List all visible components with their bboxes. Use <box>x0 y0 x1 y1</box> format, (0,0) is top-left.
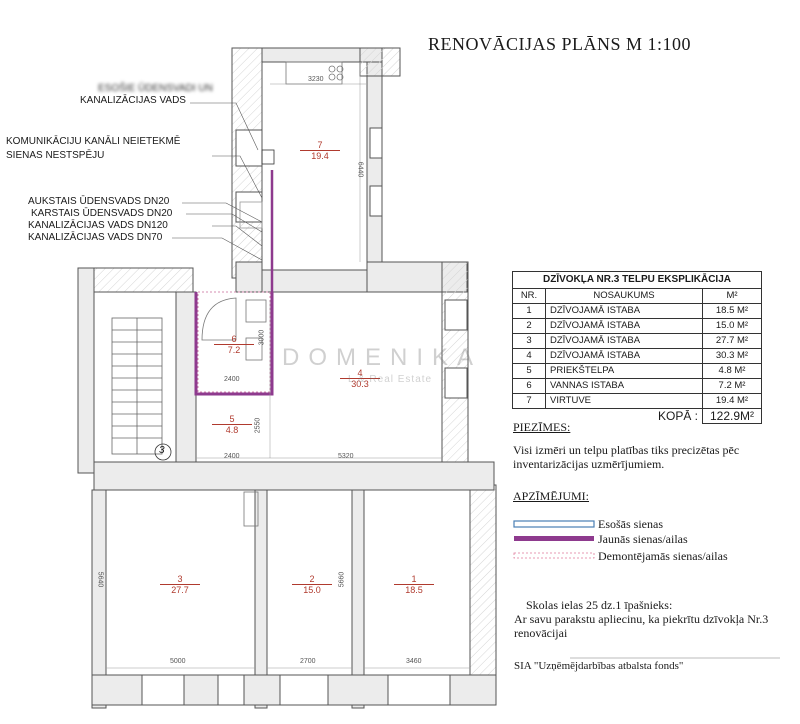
table-row: 5 PRIEKŠTELPA 4.8 M² <box>512 363 762 379</box>
dimension: 3000 <box>258 329 266 346</box>
callout-pipe-cold: AUKSTAIS ŪDENSVADS DN20 <box>28 196 170 207</box>
room-area: 19.4 <box>300 150 340 161</box>
room-area: 4.8 <box>212 424 252 435</box>
row-nr: 7 <box>512 393 546 409</box>
row-nr: 5 <box>512 363 546 379</box>
row-name: VIRTUVE <box>545 393 703 409</box>
callout-existing-pipes-2: KANALIZĀCIJAS VADS <box>80 95 186 106</box>
room-label-4: 4 30.3 <box>340 368 380 389</box>
room-number: 3 <box>177 574 183 584</box>
room-label-2: 2 15.0 <box>292 574 332 595</box>
row-name: DZĪVOJAMĀ ISTABA <box>545 348 703 364</box>
table-total-row: KOPĀ : 122.9M² <box>513 408 762 424</box>
page-title: RENOVĀCIJAS PLĀNS M 1:100 <box>428 34 692 54</box>
stair-label: 3 <box>159 445 165 456</box>
room-area: 15.0 <box>292 584 332 595</box>
notes-line-1: Visi izmēri un telpu platības tiks preci… <box>513 443 740 457</box>
company-name: SIA "Uzņēmējdarbības atbalsta fonds" <box>514 660 684 672</box>
row-name: PRIEKŠTELPA <box>545 363 703 379</box>
room-number: 6 <box>231 334 237 344</box>
window-frames <box>141 127 468 706</box>
row-area: 18.5 M² <box>702 303 762 319</box>
row-area: 19.4 M² <box>702 393 762 409</box>
room-number: 5 <box>229 414 235 424</box>
table-row: 6 VANNAS ISTABA 7.2 M² <box>512 378 762 394</box>
dimension: 2700 <box>300 658 316 665</box>
legend-label-existing: Esošās sienas <box>598 517 663 531</box>
table-row: 1 DZĪVOJAMĀ ISTABA 18.5 M² <box>512 303 762 319</box>
callout-pipe-dn120: KANALIZĀCIJAS VADS DN120 <box>28 220 168 231</box>
stairs <box>111 317 172 461</box>
dimension: 6440 <box>356 161 364 178</box>
table-row: 3 DZĪVOJAMĀ ISTABA 27.7 M² <box>512 333 762 349</box>
room-area: 27.7 <box>160 584 200 595</box>
total-value: 122.9M² <box>702 408 762 424</box>
explication-table: DZĪVOKĻA NR.3 TELPU EKSPLIKĀCIJA NR. NOS… <box>512 271 762 424</box>
row-area: 7.2 M² <box>702 378 762 394</box>
room-label-7: 7 19.4 <box>300 140 340 161</box>
column-header: M² <box>702 288 762 304</box>
legend-label-new: Jaunās sienas/ailas <box>598 532 688 546</box>
row-nr: 6 <box>512 378 546 394</box>
dimension: 2550 <box>254 417 262 434</box>
row-area: 4.8 M² <box>702 363 762 379</box>
row-name: VANNAS ISTABA <box>545 378 703 394</box>
dimension: 2400 <box>224 376 240 383</box>
dimension: 5660 <box>338 571 346 588</box>
legend-swatches <box>513 520 595 559</box>
row-area: 27.7 M² <box>702 333 762 349</box>
callout-existing-pipes-1: ESOŠIE ŪDENSVADI UN <box>98 83 213 94</box>
table-caption: DZĪVOKĻA NR.3 TELPU EKSPLIKĀCIJA <box>512 271 762 289</box>
watermark-subtitle: L & Real Estate <box>348 374 433 385</box>
room-area: 30.3 <box>340 378 380 389</box>
row-name: DZĪVOJAMĀ ISTABA <box>545 303 703 319</box>
callout-pipe-dn70: KANALIZĀCIJAS VADS DN70 <box>28 232 163 243</box>
room-label-3: 3 27.7 <box>160 574 200 595</box>
legend-label-demolish: Demontējamās sienas/ailas <box>598 549 728 563</box>
row-name: DZĪVOJAMĀ ISTABA <box>545 333 703 349</box>
fixtures <box>201 61 344 527</box>
row-nr: 1 <box>512 303 546 319</box>
room-area: 18.5 <box>394 584 434 595</box>
notes-heading: PIEZĪMES: <box>513 420 571 434</box>
row-nr: 3 <box>512 333 546 349</box>
row-area: 30.3 M² <box>702 348 762 364</box>
dimension: 5640 <box>96 571 104 588</box>
dimension: 3460 <box>406 658 422 665</box>
row-nr: 2 <box>512 318 546 334</box>
dimension: 5320 <box>338 453 354 460</box>
callout-channels-2: SIENAS NESTSPĒJU <box>6 150 105 161</box>
room-label-1: 1 18.5 <box>394 574 434 595</box>
watermark: DOMENIKA <box>282 344 483 371</box>
table-row: 2 DZĪVOJAMĀ ISTABA 15.0 M² <box>512 318 762 334</box>
owner-line-2: Ar savu parakstu apliecinu, ka piekrītu … <box>514 612 769 626</box>
room-label-5: 5 4.8 <box>212 414 252 435</box>
room-number: 2 <box>309 574 315 584</box>
row-area: 15.0 M² <box>702 318 762 334</box>
owner-line-3: renovācijai <box>514 626 568 640</box>
room-number: 1 <box>411 574 417 584</box>
legend-heading: APZĪMĒJUMI: <box>513 489 590 503</box>
callout-channels-1: KOMUNIKĀCIJU KANĀLI NEIETEKMĒ <box>6 136 181 147</box>
room-area: 7.2 <box>214 344 254 355</box>
callout-leaders <box>172 102 263 261</box>
column-header: NR. <box>512 288 546 304</box>
callout-pipe-hot: KARSTAIS ŪDENSVADS DN20 <box>31 208 173 219</box>
room-label-6: 6 7.2 <box>214 334 254 355</box>
dimension: 3230 <box>308 76 324 83</box>
dimension: 2400 <box>224 453 240 460</box>
total-label: KOPĀ : <box>657 409 698 424</box>
table-row: 7 VIRTUVE 19.4 M² <box>512 393 762 409</box>
row-nr: 4 <box>512 348 546 364</box>
dimension-lines <box>106 62 470 669</box>
row-name: DZĪVOJAMĀ ISTABA <box>545 318 703 334</box>
table-row: 4 DZĪVOJAMĀ ISTABA 30.3 M² <box>512 348 762 364</box>
notes-line-2: inventarizācijas uzmērījumiem. <box>513 457 665 471</box>
room-number: 7 <box>317 140 323 150</box>
column-header: NOSAUKUMS <box>545 288 703 304</box>
room-number: 4 <box>357 368 363 378</box>
dimension: 5000 <box>170 658 186 665</box>
owner-line-1: Skolas ielas 25 dz.1 īpašnieks: <box>526 598 673 612</box>
